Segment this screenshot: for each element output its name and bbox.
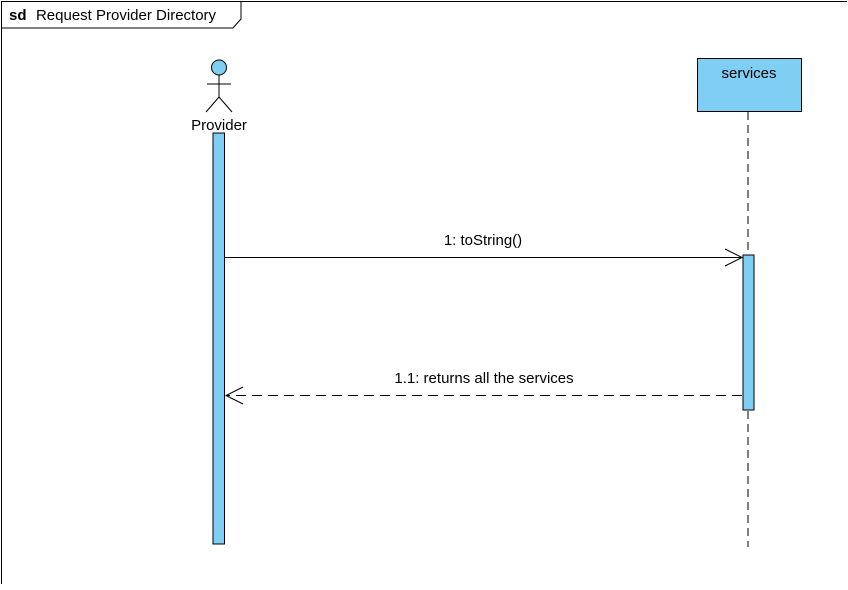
object-label-services: services: [721, 65, 776, 82]
frame-title: sd Request Provider Directory: [9, 7, 217, 24]
message-label-1-1: 1.1: returns all the services: [394, 370, 573, 387]
actor-label-provider: Provider: [191, 117, 247, 134]
return-arrowhead: [224, 386, 244, 405]
message-1: 1: toString(): [225, 232, 744, 267]
message-1-1: 1.1: returns all the services: [224, 370, 742, 405]
message-label-1: 1: toString(): [444, 232, 522, 249]
object-box-services: [697, 58, 802, 112]
frame-title-tab: [1, 1, 242, 29]
message-arrowhead: [724, 248, 744, 267]
activation-bar-services: [742, 254, 755, 411]
lifeline-services: services: [697, 58, 802, 547]
lifeline-provider: Provider: [191, 59, 247, 545]
actor-icon: [205, 59, 233, 113]
activation-bar-provider: [212, 132, 225, 545]
actor-head: [211, 59, 227, 76]
frame-title-text: Request Provider Directory: [36, 7, 217, 24]
frame-keyword: sd: [9, 7, 27, 24]
